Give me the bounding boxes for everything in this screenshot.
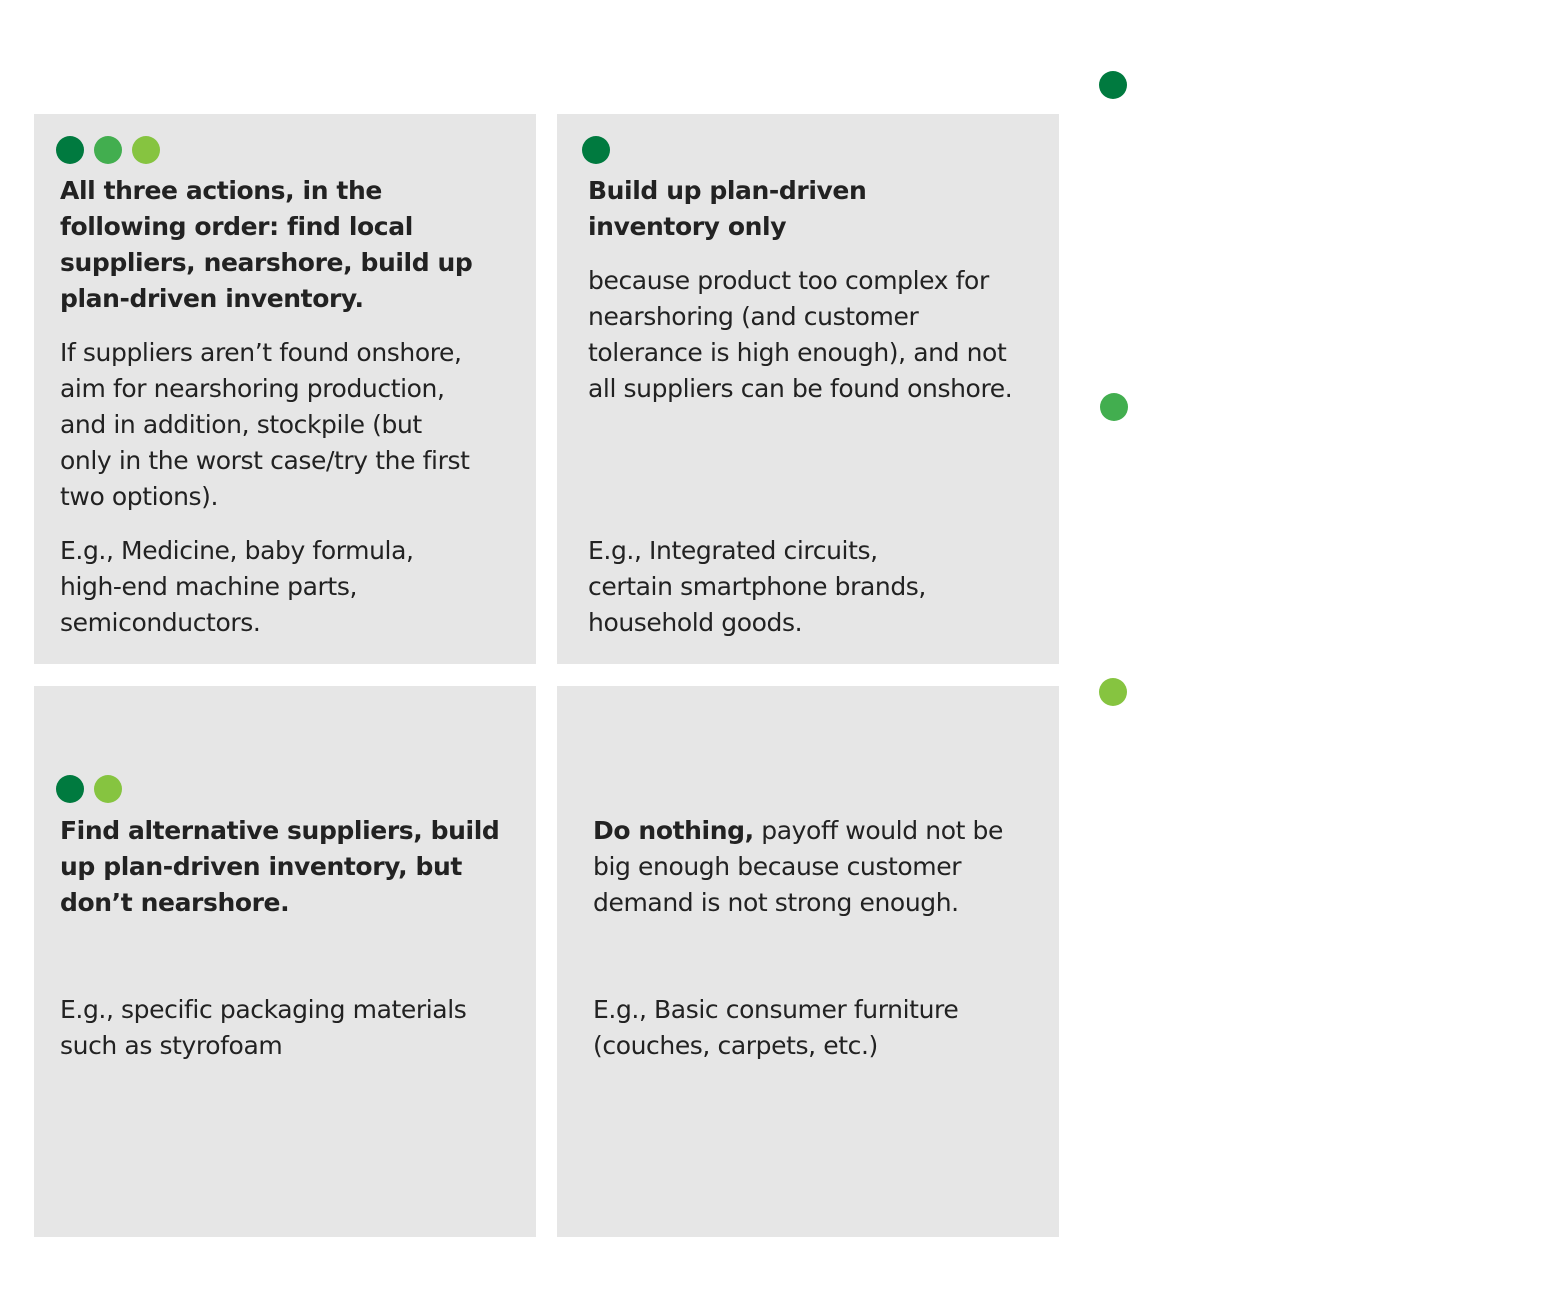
action-dots: [56, 136, 160, 164]
dark-green-dot-icon: [56, 136, 84, 164]
example-line: (couches, carpets, etc.): [593, 1031, 878, 1060]
dark-green-dot-icon: [56, 775, 84, 803]
example-line: E.g., specific packaging materials: [60, 995, 467, 1024]
body-line: and in addition, stockpile (but: [60, 410, 422, 439]
legend-dot-dark-green-icon: [1099, 71, 1127, 99]
quadrant-title: All three actions, in the following orde…: [60, 173, 473, 317]
do-nothing-label: Do nothing,: [593, 816, 754, 845]
example-line: E.g., Basic consumer furniture: [593, 995, 959, 1024]
example-line: such as styrofoam: [60, 1031, 283, 1060]
quadrant-body: because product too complex for nearshor…: [588, 263, 1013, 407]
body-line: tolerance is high enough), and not: [588, 338, 1007, 367]
title-line: inventory only: [588, 212, 787, 241]
quadrant-bottom-right: Do nothing, payoff would not be big enou…: [557, 686, 1059, 1237]
light-green-dot-icon: [132, 136, 160, 164]
example-line: household goods.: [588, 608, 803, 637]
body-line: aim for nearshoring production,: [60, 374, 445, 403]
quadrant-top-left: All three actions, in the following orde…: [34, 114, 536, 664]
title-line: following order: find local: [60, 212, 413, 241]
example-line: semiconductors.: [60, 608, 261, 637]
dark-green-dot-icon: [582, 136, 610, 164]
example-line: certain smartphone brands,: [588, 572, 926, 601]
title-line: up plan-driven inventory, but: [60, 852, 462, 881]
quadrant-examples: E.g., Basic consumer furniture (couches,…: [593, 992, 959, 1064]
quadrant-examples: E.g., Integrated circuits, certain smart…: [588, 533, 926, 641]
title-line: suppliers, nearshore, build up: [60, 248, 473, 277]
body-line: all suppliers can be found onshore.: [588, 374, 1013, 403]
quadrant-title: Find alternative suppliers, build up pla…: [60, 813, 500, 921]
quadrant-top-right: Build up plan-driven inventory only beca…: [557, 114, 1059, 664]
body-line: demand is not strong enough.: [593, 888, 959, 917]
quadrant-examples: E.g., Medicine, baby formula, high-end m…: [60, 533, 414, 641]
body-line: If suppliers aren’t found onshore,: [60, 338, 462, 367]
light-green-dot-icon: [94, 775, 122, 803]
title-line: don’t nearshore.: [60, 888, 290, 917]
title-line: Do nothing, payoff would not be: [593, 813, 1003, 849]
medium-green-dot-icon: [94, 136, 122, 164]
legend-dot-light-green-icon: [1099, 678, 1127, 706]
body-line: only in the worst case/try the first: [60, 446, 470, 475]
legend-dot-medium-green-icon: [1100, 393, 1128, 421]
title-line: Find alternative suppliers, build: [60, 816, 500, 845]
quadrant-title: Build up plan-driven inventory only: [588, 173, 867, 245]
body-line: because product too complex for: [588, 266, 989, 295]
title-line: Build up plan-driven: [588, 176, 867, 205]
body-line: nearshoring (and customer: [588, 302, 919, 331]
title-line: All three actions, in the: [60, 176, 382, 205]
example-line: E.g., Integrated circuits,: [588, 536, 878, 565]
quadrant-body: If suppliers aren’t found onshore, aim f…: [60, 335, 470, 515]
title-rest: payoff would not be: [753, 816, 1003, 845]
example-line: high-end machine parts,: [60, 572, 357, 601]
quadrant-bottom-left: Find alternative suppliers, build up pla…: [34, 686, 536, 1237]
title-line: plan-driven inventory.: [60, 284, 364, 313]
action-dots: [582, 136, 610, 164]
quadrant-examples: E.g., specific packaging materials such …: [60, 992, 467, 1064]
body-line: big enough because customer: [593, 852, 962, 881]
body-line: two options).: [60, 482, 219, 511]
quadrant-body: Do nothing, payoff would not be big enou…: [593, 813, 1003, 921]
example-line: E.g., Medicine, baby formula,: [60, 536, 414, 565]
action-dots: [56, 775, 122, 803]
